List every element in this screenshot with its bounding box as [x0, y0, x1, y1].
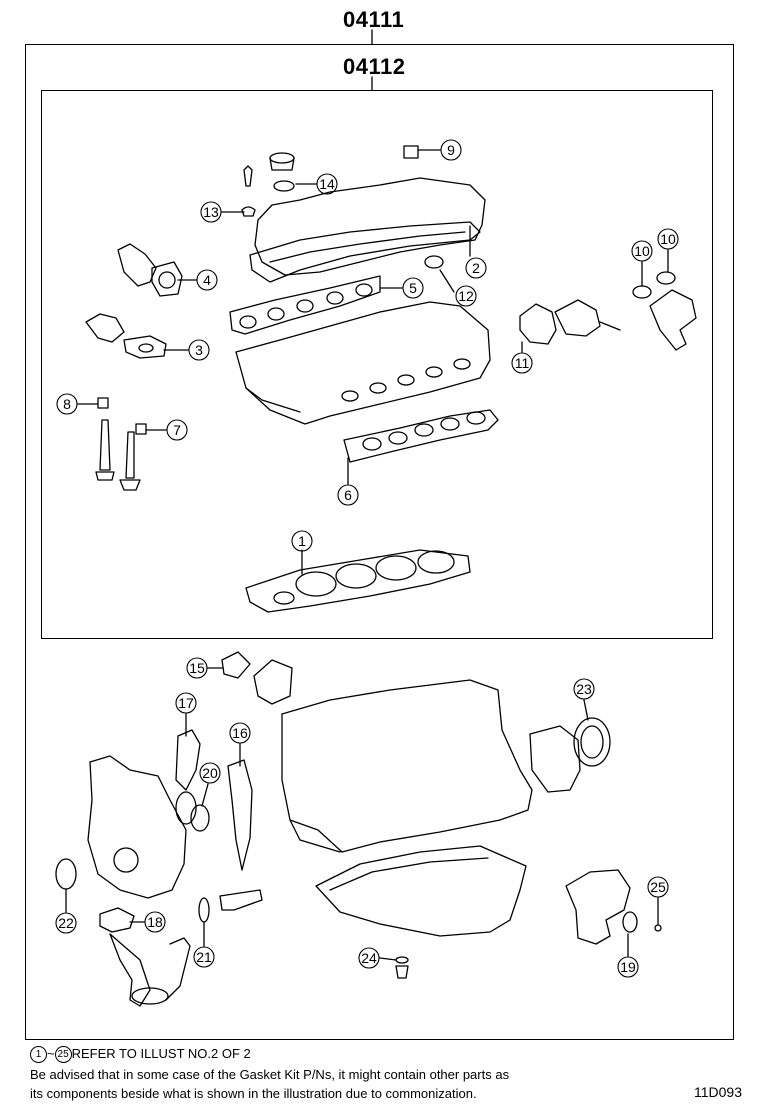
- callout-5-label: 5: [409, 280, 417, 296]
- callout-21: 21: [193, 946, 215, 968]
- oil-pan-part: [315, 845, 527, 937]
- callout-12-label: 12: [458, 288, 474, 304]
- callout-10a-label: 10: [634, 243, 650, 259]
- range-start-callout: 1: [30, 1046, 47, 1064]
- callout-21-label: 21: [196, 949, 212, 965]
- callout-15-label: 15: [189, 660, 205, 676]
- callout-17: 17: [175, 692, 197, 714]
- oil-strainer-part: [99, 907, 191, 1007]
- callout-5: 5: [402, 277, 424, 299]
- outer-kit-frame: [25, 44, 734, 1040]
- callout-1-label: 1: [298, 533, 306, 549]
- callout-11-label: 11: [515, 355, 530, 371]
- callout-17-label: 17: [178, 695, 194, 711]
- callout-7: 7: [166, 419, 188, 441]
- callout-7-label: 7: [173, 422, 181, 438]
- plug-gasket-part: [424, 255, 444, 269]
- oil-filter-bracket-part: [565, 869, 638, 945]
- water-inlet-part: [519, 271, 697, 351]
- callout-13-label: 13: [203, 204, 219, 220]
- callout-20: 20: [199, 762, 221, 784]
- callout-23-label: 23: [576, 681, 592, 697]
- callout-13: 13: [200, 201, 222, 223]
- timing-gasket-17-part: [175, 729, 201, 791]
- callout-6: 6: [337, 484, 359, 506]
- water-pump-part: [221, 651, 293, 705]
- callout-16: 16: [229, 722, 251, 744]
- callout-2-label: 2: [472, 260, 480, 276]
- cover-seal-part: [273, 180, 295, 192]
- range-separator: ~: [47, 1046, 55, 1061]
- front-oil-seal-part: [55, 858, 77, 890]
- reference-text: REFER TO ILLUST NO.2 OF 2: [71, 1046, 251, 1061]
- callout-25: 25: [647, 876, 669, 898]
- range-end-callout: 25: [54, 1046, 72, 1064]
- rear-oil-seal-part: [529, 717, 611, 793]
- callout-6-label: 6: [344, 487, 352, 503]
- callout-18-label: 18: [147, 914, 163, 930]
- callout-16-label: 16: [232, 725, 248, 741]
- callout-2: 2: [465, 257, 487, 279]
- callout-14: 14: [316, 173, 338, 195]
- callout-20-label: 20: [202, 765, 218, 781]
- illustration-code: 11D093: [693, 1084, 742, 1100]
- callout-9-label: 9: [447, 142, 455, 158]
- callout-10b-label: 10: [660, 231, 676, 247]
- callout-18: 18: [144, 911, 166, 933]
- callout-4: 4: [196, 269, 218, 291]
- timing-cover-part: [87, 755, 197, 899]
- dipstick-guide-part: [219, 889, 263, 911]
- kit-number-outer: 04111: [343, 7, 405, 32]
- callout-10b: 10: [657, 228, 679, 250]
- callout-12: 12: [455, 285, 477, 307]
- oring-21-part: [198, 897, 210, 923]
- inner-kit-frame: [41, 90, 713, 639]
- callout-23: 23: [573, 678, 595, 700]
- cylinder-block-part: [281, 679, 533, 853]
- kit-number-inner: 04112: [343, 54, 406, 79]
- callout-24-label: 24: [361, 950, 377, 966]
- callout-22-label: 22: [58, 915, 74, 931]
- timing-gasket-16-part: [227, 759, 253, 871]
- plug-part: [403, 145, 419, 159]
- callout-1: 1: [291, 530, 313, 552]
- cylinder-head-gasket-part: [245, 549, 471, 613]
- footer-advisory-line-1: Be advised that in some case of the Gask…: [30, 1067, 510, 1082]
- small-oring-25-part: [654, 924, 662, 932]
- cylinder-head-part: [235, 301, 491, 425]
- valve-and-stem-seal-part: [95, 397, 147, 491]
- callout-8-label: 8: [63, 396, 71, 412]
- callout-19-label: 19: [620, 959, 636, 975]
- callout-24: 24: [358, 947, 380, 969]
- intake-manifold-gasket-part: [229, 275, 381, 335]
- cover-bolt-part: [241, 165, 256, 217]
- callout-15: 15: [186, 657, 208, 679]
- callout-4-label: 4: [203, 272, 211, 288]
- callout-3-label: 3: [195, 342, 203, 358]
- callout-11: 11: [511, 352, 533, 374]
- leader-lines: [65, 149, 669, 961]
- callout-22: 22: [55, 912, 77, 934]
- callout-25-label: 25: [650, 879, 666, 895]
- valve-cover-part: [249, 177, 486, 283]
- callout-9: 9: [440, 139, 462, 161]
- thermostat-housing-part: [85, 313, 167, 359]
- callout-8: 8: [56, 393, 78, 415]
- callout-10a: 10: [631, 240, 653, 262]
- drain-plug-part: [395, 956, 409, 979]
- exhaust-manifold-gasket-part: [343, 409, 499, 463]
- footer-advisory-line-2: its components beside what is shown in t…: [30, 1086, 477, 1101]
- oil-filler-cap-part: [269, 152, 295, 171]
- water-outlet-part: [117, 243, 183, 297]
- callout-19: 19: [617, 956, 639, 978]
- callout-3: 3: [188, 339, 210, 361]
- oil-seal-20-part: [190, 804, 210, 832]
- callout-14-label: 14: [319, 176, 335, 192]
